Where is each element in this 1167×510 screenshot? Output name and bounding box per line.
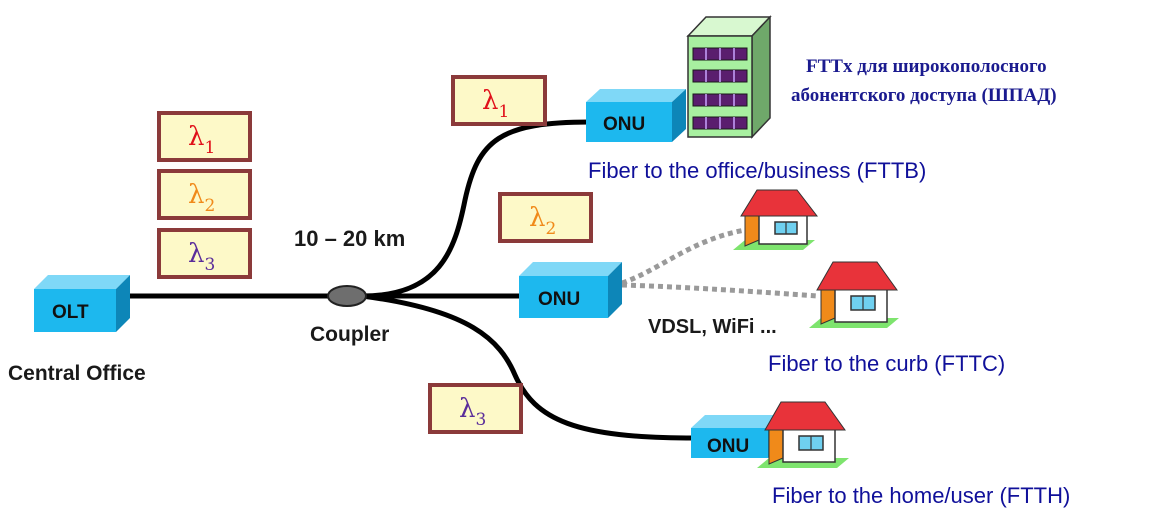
branch-lambda-3: λ3 bbox=[428, 383, 523, 434]
legend-lambda-3-sub: 3 bbox=[204, 255, 215, 275]
house-icon bbox=[809, 261, 899, 328]
coupler-caption: Coupler bbox=[310, 323, 389, 346]
legend-lambda-2-sub: 2 bbox=[204, 196, 215, 216]
coupler-node bbox=[327, 285, 367, 307]
branch-lambda-3-sub: 3 bbox=[475, 410, 486, 430]
olt-caption: Central Office bbox=[8, 362, 146, 385]
dotted-link-house-1 bbox=[621, 227, 746, 286]
legend-lambda-2-symbol: λ bbox=[188, 180, 204, 210]
branch-lambda-1-symbol: λ bbox=[482, 86, 498, 116]
branch-lambda-1: λ1 bbox=[451, 75, 547, 126]
onu-fttc-top bbox=[519, 262, 622, 276]
access-tech-label: VDSL, WiFi ... bbox=[648, 316, 777, 338]
olt-box: OLT bbox=[34, 275, 130, 332]
onu-fttb-face bbox=[586, 102, 672, 142]
russian-caption-line1: FTTx для широкополосного bbox=[806, 56, 1047, 77]
legend-lambda-2-box bbox=[157, 169, 252, 220]
legend-lambda-1-symbol: λ bbox=[188, 122, 204, 152]
branch-lambda-2: λ2 bbox=[498, 192, 593, 243]
onu-fttb-top bbox=[586, 89, 686, 102]
legend-lambda-3-box bbox=[157, 228, 252, 279]
legend-lambda-1-text: λ1 bbox=[188, 122, 215, 158]
fttc-caption: Fiber to the curb (FTTC) bbox=[768, 351, 1005, 376]
onu-ftth-face bbox=[691, 428, 768, 458]
branch-lambda-1-sub: 1 bbox=[498, 102, 509, 122]
onu-fttb: ONU bbox=[586, 89, 686, 142]
branch-lambda-3-symbol: λ bbox=[459, 394, 475, 424]
ftth-caption: Fiber to the home/user (FTTH) bbox=[772, 483, 1070, 508]
branch-lambda-2-box bbox=[498, 192, 593, 243]
onu-ftth-label: ONU bbox=[707, 436, 749, 457]
legend-lambda-1: λ1 bbox=[157, 111, 252, 162]
onu-ftth-top bbox=[691, 415, 782, 428]
onu-fttc-side bbox=[608, 262, 622, 318]
branch-lambda-1-box bbox=[451, 75, 547, 126]
legend-lambda-2: λ2 bbox=[157, 169, 252, 220]
legend-lambda-3: λ3 bbox=[157, 228, 252, 279]
onu-ftth: ONU bbox=[691, 415, 782, 458]
dotted-links bbox=[621, 227, 819, 299]
lambda-legend: λ1 λ2 λ3 bbox=[157, 111, 252, 279]
house-icon bbox=[757, 401, 849, 468]
onu-fttc-face bbox=[519, 276, 608, 318]
branch-lambda-3-box bbox=[428, 383, 523, 434]
fiber-branch-fttb bbox=[359, 119, 593, 299]
olt-label: OLT bbox=[52, 302, 89, 323]
fiber-branch-ftth bbox=[359, 293, 698, 441]
onu-fttc-label: ONU bbox=[538, 289, 580, 310]
dotted-link-house-2 bbox=[621, 282, 819, 299]
distance-label: 10 – 20 km bbox=[294, 226, 405, 251]
branch-lambda-2-text: λ2 bbox=[529, 203, 556, 239]
branch-lambda-3-text: λ3 bbox=[459, 394, 486, 430]
onu-fttb-label: ONU bbox=[603, 114, 645, 135]
olt-box-side bbox=[116, 275, 130, 332]
legend-lambda-2-text: λ2 bbox=[188, 180, 215, 216]
branch-lambda-2-sub: 2 bbox=[545, 219, 556, 239]
legend-lambda-1-box bbox=[157, 111, 252, 162]
branch-lambda-1-text: λ1 bbox=[482, 86, 509, 122]
legend-lambda-3-symbol: λ bbox=[188, 239, 204, 269]
office-building bbox=[686, 15, 772, 139]
coupler: Coupler 10 – 20 km bbox=[294, 226, 405, 346]
olt-box-face bbox=[34, 289, 116, 332]
russian-caption-line2: абонентского доступа (ШПАД) bbox=[791, 85, 1057, 106]
fiber-lines bbox=[125, 119, 698, 441]
office-window-bars bbox=[705, 48, 735, 129]
legend-lambda-3-text: λ3 bbox=[188, 239, 215, 275]
onu-fttc: ONU bbox=[519, 262, 622, 318]
onu-fttb-side bbox=[672, 89, 686, 142]
house-icon bbox=[733, 189, 819, 250]
office-building-side bbox=[751, 15, 771, 139]
legend-lambda-1-sub: 1 bbox=[204, 138, 215, 158]
olt-box-top bbox=[34, 275, 130, 289]
fttb-caption: Fiber to the office/business (FTTB) bbox=[588, 158, 926, 183]
branch-lambda-2-symbol: λ bbox=[529, 203, 545, 233]
